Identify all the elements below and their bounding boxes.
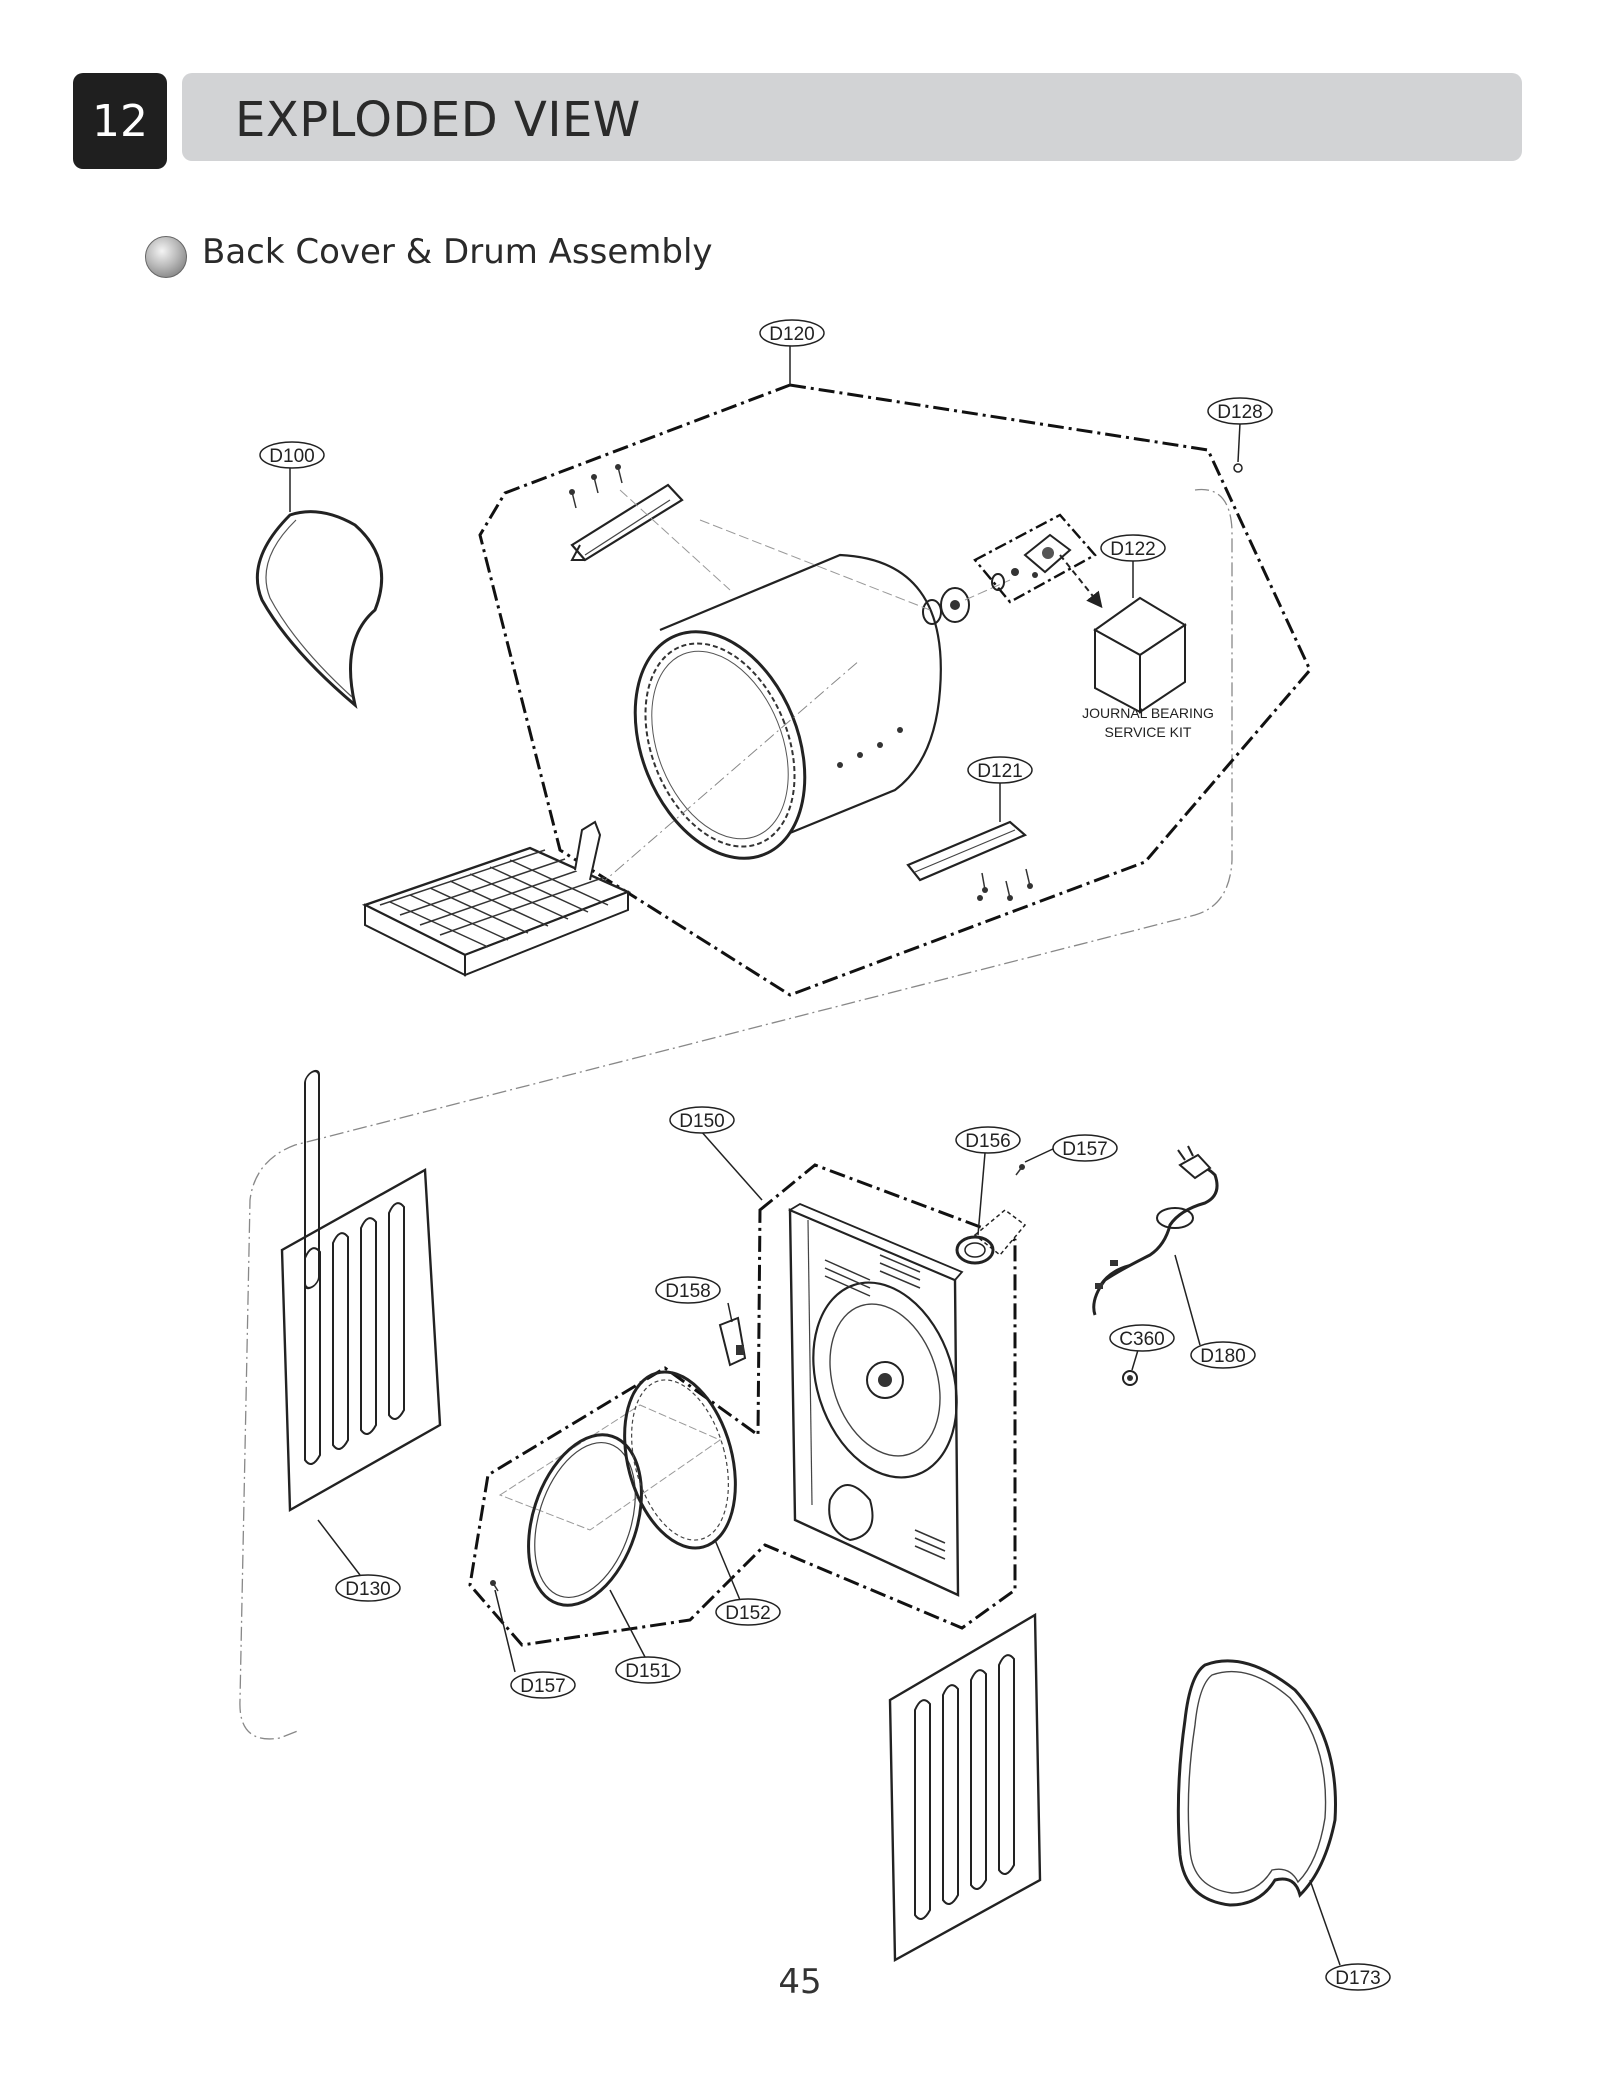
section-number: 12: [73, 73, 167, 169]
part-label-c360: C360: [1109, 1324, 1175, 1352]
svg-text:D173: D173: [1335, 1968, 1380, 1989]
bearing-subgroup-boundary: [973, 513, 1097, 604]
terminal-bracket: [718, 1316, 747, 1367]
svg-text:C360: C360: [1119, 1329, 1164, 1350]
svg-text:D128: D128: [1217, 402, 1262, 423]
kit-label-line1: JOURNAL BEARING: [1082, 705, 1214, 721]
svg-text:D158: D158: [665, 1281, 710, 1302]
part-label-d130: D130: [335, 1574, 401, 1602]
bearing-bracket: [991, 533, 1072, 591]
kit-label-line2: SERVICE KIT: [1105, 724, 1192, 740]
subsection-title: Back Cover & Drum Assembly: [202, 232, 713, 272]
part-label-d157-bottom: D157: [510, 1671, 576, 1699]
svg-text:D157: D157: [520, 1676, 565, 1697]
part-label-d151: D151: [615, 1656, 681, 1684]
section-title: EXPLODED VIEW: [235, 92, 641, 148]
drum-shaft-parts: [699, 519, 1011, 625]
svg-text:D152: D152: [725, 1603, 770, 1624]
svg-text:D100: D100: [269, 446, 314, 467]
washer: [1233, 463, 1243, 473]
svg-text:D120: D120: [769, 324, 814, 345]
front-slide-bracket: [569, 464, 731, 591]
screw-bottom: [490, 1580, 499, 1592]
back-panel: [788, 1202, 964, 1597]
part-label-d122: D122: [1100, 534, 1166, 562]
bottom-side-panel: [888, 1612, 1042, 1963]
section-title-bar: [182, 73, 1522, 161]
svg-text:D180: D180: [1200, 1346, 1245, 1367]
part-label-d173: D173: [1325, 1963, 1391, 1991]
exhaust-duct: [955, 1209, 1027, 1265]
filter-grille: [361, 820, 632, 977]
screw-top: [1015, 1164, 1025, 1176]
svg-text:D157: D157: [1062, 1139, 1107, 1160]
part-label-d156: D156: [955, 1126, 1021, 1154]
duct-tube: [498, 1404, 722, 1607]
sphere-bullet-icon: [145, 236, 187, 278]
drum-group-boundary: [478, 383, 1312, 997]
part-label-d100: D100: [259, 441, 325, 469]
journal-bearing-kit-box: [1093, 596, 1187, 714]
assembly-outline: [239, 488, 1233, 1740]
part-label-d120: D120: [759, 319, 825, 347]
part-label-d180: D180: [1190, 1341, 1256, 1369]
part-label-d121: D121: [967, 756, 1033, 784]
svg-text:D150: D150: [679, 1111, 724, 1132]
page-number: 45: [778, 1962, 822, 2002]
svg-text:D156: D156: [965, 1131, 1010, 1152]
drum: [564, 553, 942, 916]
rear-gasket-ring: [623, 1370, 737, 1550]
left-side-panel: [280, 1069, 442, 1513]
svg-text:D130: D130: [345, 1579, 390, 1600]
svg-text:D121: D121: [977, 761, 1022, 782]
svg-text:D122: D122: [1110, 539, 1155, 560]
part-label-d158: D158: [655, 1276, 721, 1304]
drive-belt: [255, 510, 384, 710]
power-cord: [1092, 1145, 1219, 1316]
svg-text:D151: D151: [625, 1661, 670, 1682]
leader-lines: [289, 345, 1341, 1966]
strain-relief-nut: [1122, 1370, 1138, 1386]
part-label-d150: D150: [669, 1106, 735, 1134]
part-label-d152: D152: [715, 1598, 781, 1626]
back-cover-group-boundary: [468, 1163, 1017, 1647]
part-label-d128: D128: [1207, 397, 1273, 425]
part-label-d157-top: D157: [1052, 1134, 1118, 1162]
door-gasket: [1176, 1659, 1337, 1907]
rear-slide-bracket: [906, 820, 1033, 901]
